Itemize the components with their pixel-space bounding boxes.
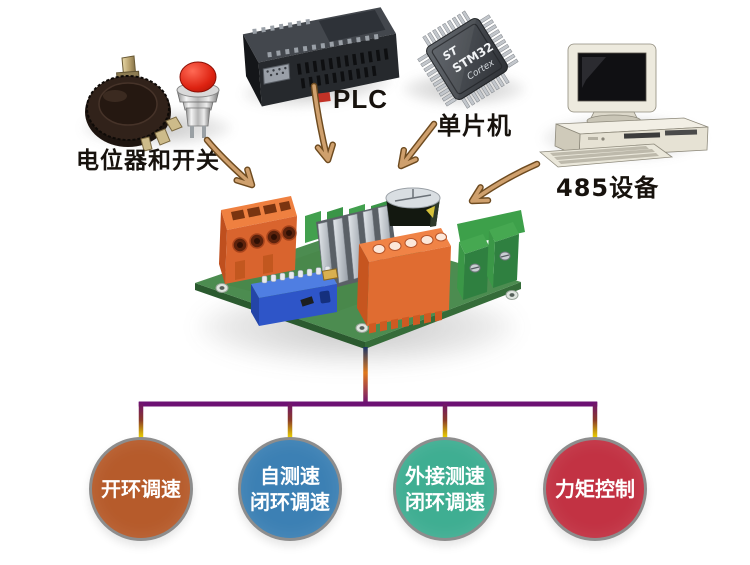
small-component [321,268,339,281]
ic-chip [300,296,314,307]
controller-board-image [183,172,531,358]
mode-label-line: 自测速 [260,464,320,488]
mounting-holes [215,283,519,333]
plc-label: PLC [333,84,388,114]
mode-label-line: 开环调速 [101,477,181,501]
din-clip [316,92,331,103]
mode-label-line: 外接测速 [405,464,485,488]
mode-circle-torque: 力矩控制 [543,437,647,541]
mode-label-line: 力矩控制 [555,477,635,501]
dip-switch-icon [251,265,337,326]
left-terminal-block [219,196,297,284]
potentiometer-icon [85,55,183,152]
computer-icon [538,43,709,168]
capacitor-icon [385,187,441,227]
mcu-chip-image: ST STM32 Cortex [398,8,538,114]
mode-label-line: 闭环调速 [405,490,485,514]
mode-circle-external-tacho: 外接测速 闭环调速 [393,437,497,541]
push-button-icon [176,61,220,138]
rs485-label: 485设备 [556,174,660,202]
mode-circle-self-tacho: 自测速 闭环调速 [238,437,342,541]
arrow-mcu-to-board [397,120,438,170]
mcu-chip-icon: ST STM32 Cortex [417,10,519,109]
mcu-label: 单片机 [437,112,512,140]
pcb-board-icon [195,187,525,349]
right-green-terminals [457,210,525,300]
potentiometer-switch-label: 电位器和开关 [76,148,220,174]
right-terminal-block [357,228,451,334]
potentiometer-switch-image [78,46,238,158]
mode-label-line: 闭环调速 [250,490,330,514]
mode-circle-open-loop: 开环调速 [89,437,193,541]
computer-image [536,40,722,172]
